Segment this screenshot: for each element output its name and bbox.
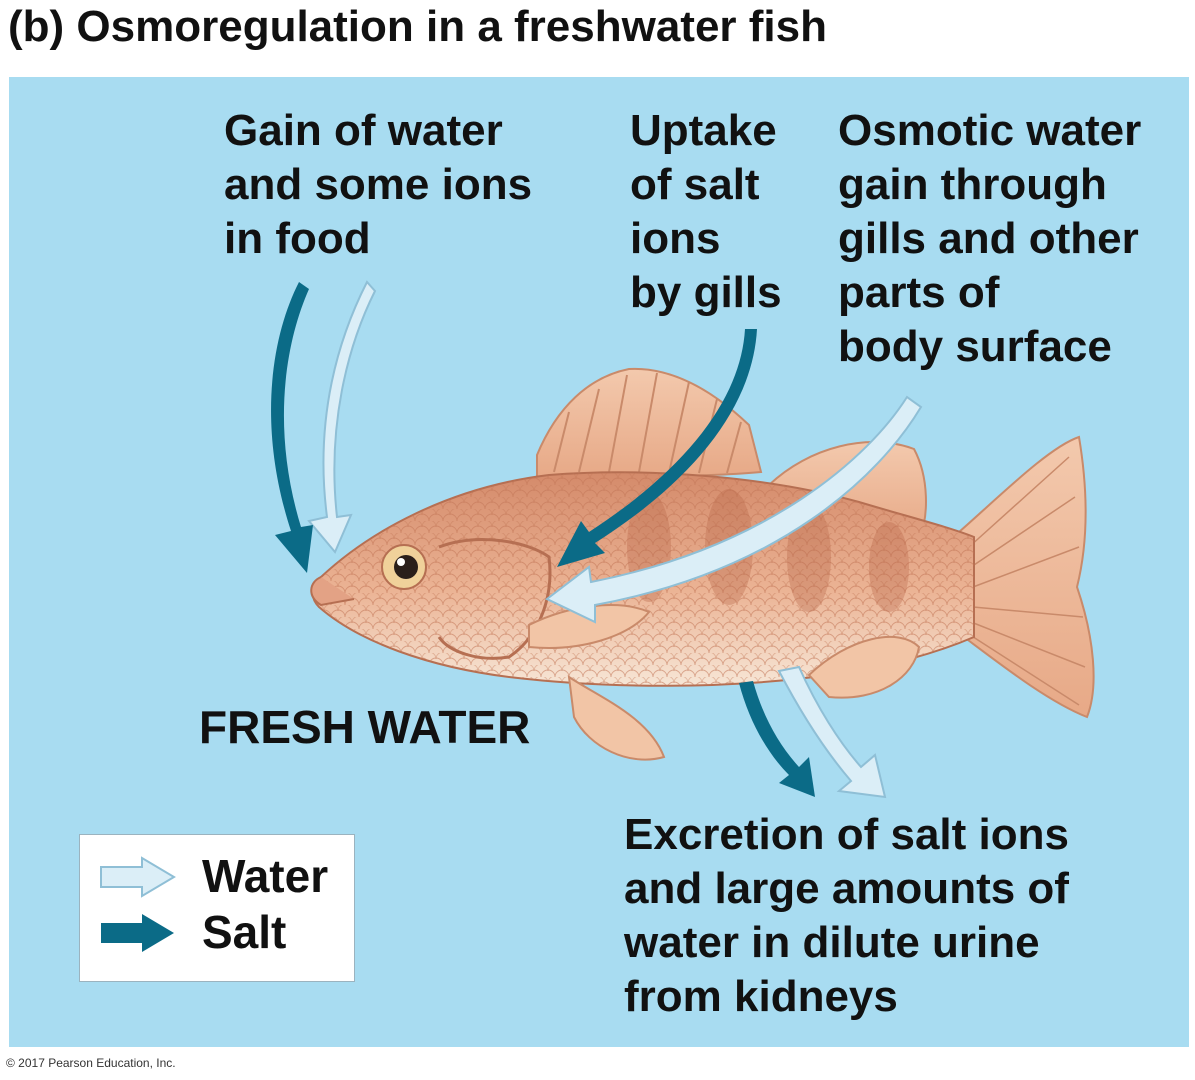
label-gill-uptake: Uptake of salt ions by gills [630, 106, 782, 317]
label-fresh-water: FRESH WATER [199, 701, 531, 753]
label-food-gain: Gain of water and some ions in food [224, 106, 533, 263]
anal-fin [807, 635, 921, 699]
gill-cover [437, 538, 552, 660]
water-arrow-icon [100, 856, 176, 898]
label-osmotic-gain: Osmotic water gain through gills and oth… [838, 106, 1142, 371]
water-arrow-food [307, 280, 377, 554]
dorsal-fin [536, 367, 763, 479]
legend: Water Salt [79, 834, 355, 982]
copyright-notice: © 2017 Pearson Education, Inc. [6, 1056, 176, 1070]
pelvic-fin [567, 674, 666, 761]
salt-arrow-gills [557, 329, 757, 567]
legend-water-label: Water [202, 850, 329, 902]
figure-title: (b) Osmoregulation in a freshwater fish [8, 2, 828, 51]
salt-arrow-icon [101, 914, 174, 952]
tail-fin [957, 435, 1095, 719]
fish-illustration [271, 280, 1095, 799]
label-excretion: Excretion of salt ions and large amounts… [624, 810, 1069, 1021]
water-arrow-osmotic [545, 395, 923, 624]
salt-arrow-excretion [739, 681, 815, 797]
salt-arrow-food [271, 282, 313, 573]
water-arrow-excretion [777, 665, 887, 799]
legend-salt-label: Salt [202, 906, 287, 958]
